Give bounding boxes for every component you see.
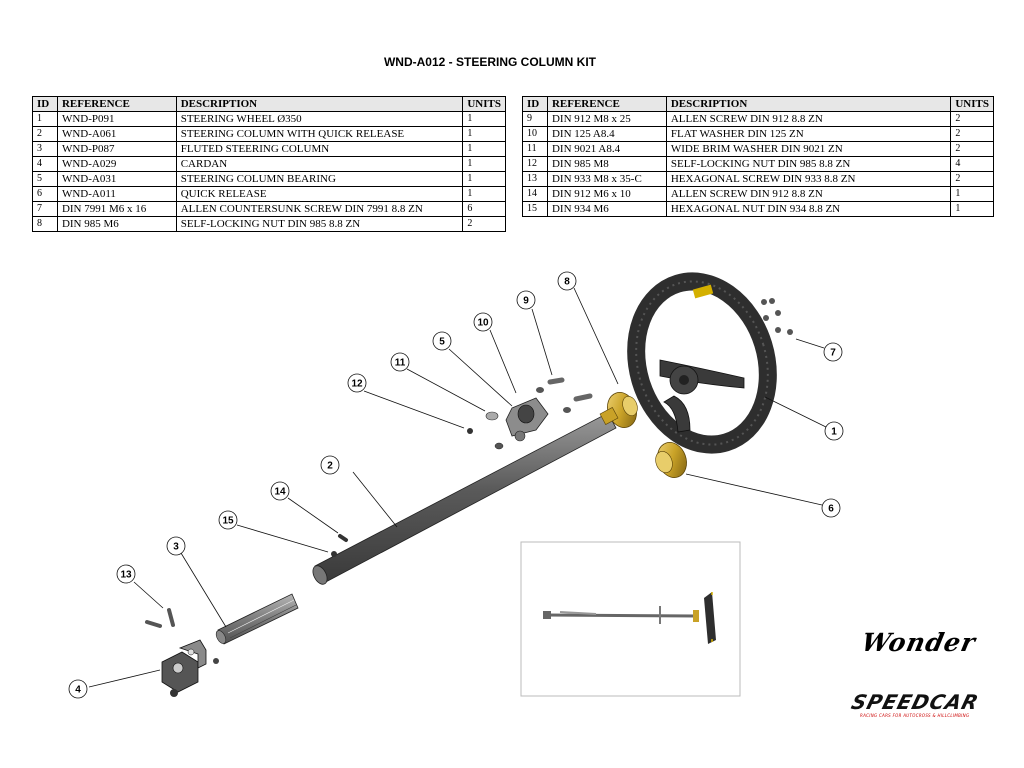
callout-11: 11 [390,352,410,372]
cell-reference: DIN 125 A8.4 [546,126,667,142]
leader-lines [88,287,827,688]
col-units: UNITS [950,96,994,112]
callout-14: 14 [270,481,290,501]
cell-id: 8 [32,216,58,232]
washers-and-nuts [467,387,571,450]
col-id: ID [522,96,548,112]
speedcar-logo: SPEEDCAR [848,690,982,714]
steering-column-tube [312,412,617,585]
svg-text:8: 8 [564,277,570,288]
cell-description: SELF-LOCKING NUT DIN 985 8.8 ZN [665,156,952,172]
speedcar-tagline: RACING CARS FOR AUTOCROSS & HILLCLIMBING [860,713,970,718]
quick-release [655,442,687,478]
svg-text:2: 2 [327,461,333,472]
callout-6: 6 [821,498,841,518]
svg-text:7: 7 [830,348,836,359]
table-header-row: ID REFERENCE DESCRIPTION UNITS [32,96,506,112]
cell-units: 2 [462,216,506,232]
cell-reference: WND-A011 [56,186,177,202]
fluted-steering-column [215,593,299,645]
cell-reference: DIN 7991 M6 x 16 [56,201,177,217]
cell-description: STEERING WHEEL Ø350 [175,111,464,127]
assembled-view-inset [520,541,741,697]
svg-text:15: 15 [222,516,234,527]
callout-bubbles: 1 2 3 4 5 6 7 8 9 10 11 12 13 14 15 [68,271,844,699]
callout-8: 8 [557,271,577,291]
cell-description: SELF-LOCKING NUT DIN 985 8.8 ZN [175,216,464,232]
cell-description: HEXAGONAL NUT DIN 934 8.8 ZN [665,201,952,217]
svg-text:11: 11 [395,358,406,369]
cell-units: 1 [462,111,506,127]
callout-5: 5 [432,331,452,351]
cell-units: 1 [950,201,994,217]
cell-description: WIDE BRIM WASHER DIN 9021 ZN [665,141,952,157]
svg-text:14: 14 [274,487,286,498]
wonder-logo: Wonder [858,628,979,657]
col-units: UNITS [462,96,506,112]
cardan-joint [161,639,207,693]
callout-3: 3 [166,536,186,556]
callout-12: 12 [347,373,367,393]
allen-screws-9 [547,377,593,402]
table-header-row: ID REFERENCE DESCRIPTION UNITS [522,96,994,112]
callout-10: 10 [473,312,493,332]
svg-text:5: 5 [439,337,445,348]
cell-reference: DIN 934 M6 [546,201,667,217]
countersunk-screws-7 [761,298,793,335]
svg-text:1: 1 [831,427,837,438]
hex-screws-13 [145,608,219,697]
svg-text:12: 12 [351,379,363,390]
svg-text:9: 9 [523,296,529,307]
callout-4: 4 [68,679,88,699]
col-description: DESCRIPTION [175,96,464,112]
cell-description: STEERING COLUMN WITH QUICK RELEASE [175,126,464,142]
callout-13: 13 [116,564,136,584]
column-bearing [505,397,549,442]
callout-2: 2 [320,455,340,475]
svg-text:6: 6 [828,504,834,515]
svg-text:13: 13 [120,570,132,581]
cell-description: FLUTED STEERING COLUMN [175,141,464,157]
drawing-title: WND-A012 - STEERING COLUMN KIT [383,55,596,69]
callout-7: 7 [823,342,843,362]
steering-wheel [627,272,777,454]
screw-14-nut-15 [331,534,348,557]
cell-reference: DIN 9021 A8.4 [546,141,667,157]
cell-reference: DIN 985 M6 [56,216,177,232]
col-description: DESCRIPTION [665,96,952,112]
callout-9: 9 [516,290,536,310]
cell-id: 6 [32,186,58,202]
cell-description: STEERING COLUMN BEARING [175,171,464,187]
svg-text:4: 4 [75,685,81,696]
col-reference: REFERENCE [546,96,667,112]
callout-15: 15 [218,510,238,530]
callout-1: 1 [824,421,844,441]
svg-text:3: 3 [173,542,179,553]
cell-id: 1 [32,111,58,127]
col-reference: REFERENCE [56,96,177,112]
cell-units: 1 [462,156,506,172]
cell-reference: DIN 933 M8 x 35-C [546,171,667,187]
svg-text:10: 10 [477,318,489,329]
column-quick-release-hub [599,392,638,428]
col-id: ID [32,96,58,112]
